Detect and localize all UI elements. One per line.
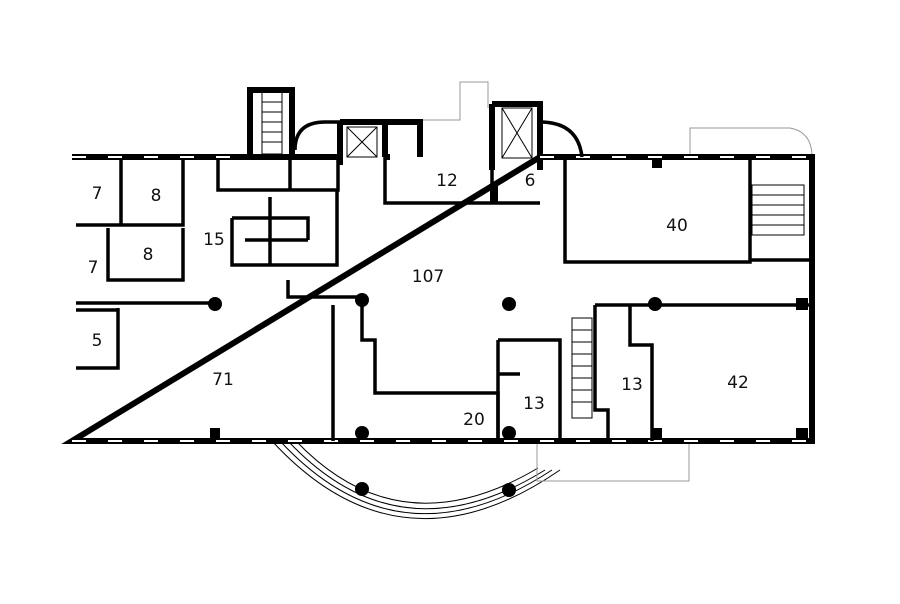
room-label: 107: [412, 267, 444, 287]
room-label: 20: [463, 410, 485, 430]
room-label: 8: [143, 245, 154, 265]
room-label: 40: [666, 216, 688, 236]
roof-outline: [420, 81, 489, 121]
room-labels: 7 8 7 8 15 12 6 40 107 5 71 20 13 13 42: [88, 171, 749, 430]
door-swing: [539, 120, 584, 158]
room-label: 13: [523, 394, 545, 414]
columns: [208, 158, 808, 497]
balcony-outline: [689, 127, 813, 158]
room-label: 6: [525, 171, 536, 191]
room-label: 71: [212, 370, 234, 390]
elevator-icon: [346, 107, 533, 159]
stair-icon: [571, 184, 805, 419]
interior-walls: [76, 157, 812, 441]
porch: [536, 440, 690, 482]
room-label: 7: [88, 258, 99, 278]
stair-icon: [261, 91, 283, 155]
door-swing: [293, 120, 340, 151]
room-label: 8: [151, 186, 162, 206]
room-label: 15: [203, 230, 225, 250]
entrance-steps: [271, 440, 561, 519]
room-label: 42: [727, 373, 749, 393]
room-label: 13: [621, 375, 643, 395]
room-label: 7: [92, 184, 103, 204]
room-label: 12: [436, 171, 458, 191]
room-label: 5: [92, 331, 103, 351]
